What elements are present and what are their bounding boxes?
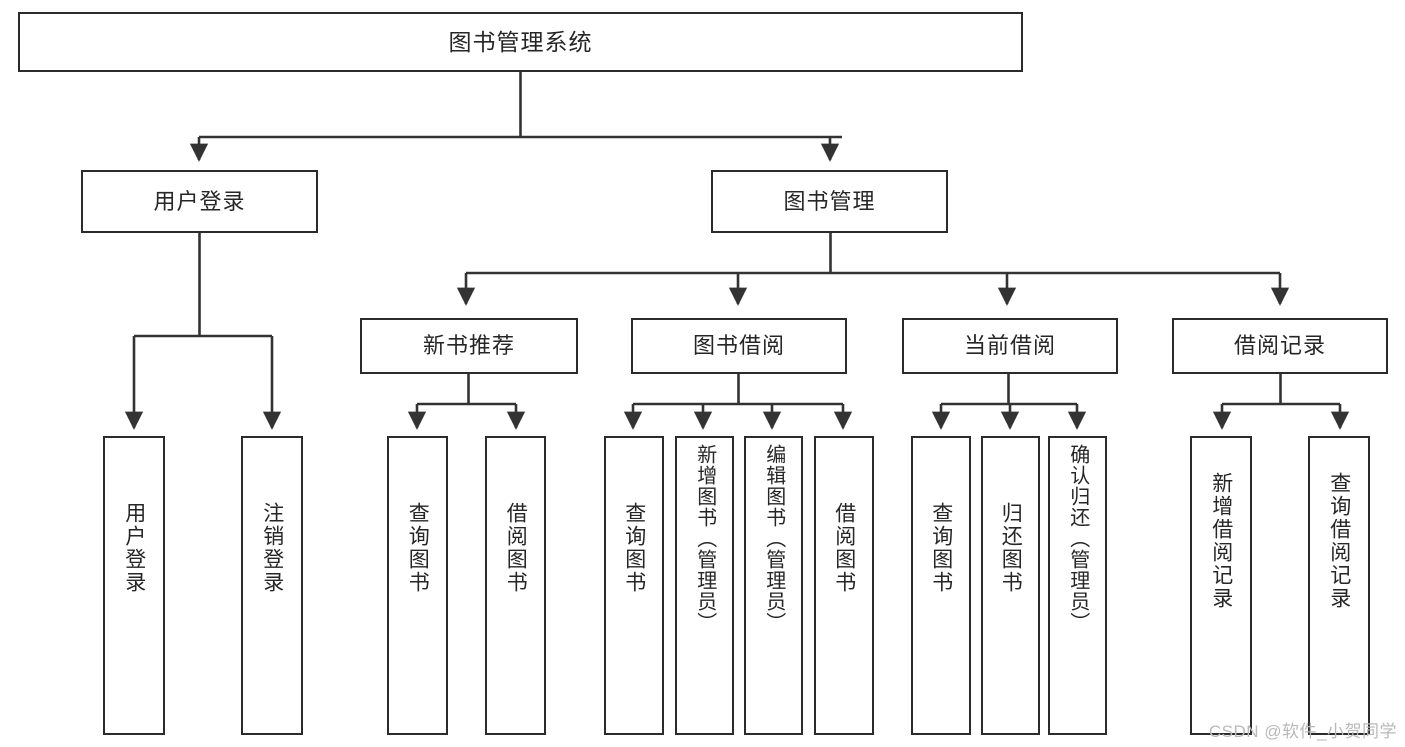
node-current-borrow-label: 当前借阅 (963, 333, 1056, 359)
node-new-book-rec[interactable]: 新书推荐 (360, 318, 578, 374)
node-leaf-confirm-return[interactable]: 确认归还（管理员） (1048, 436, 1107, 735)
node-leaf-logout-login-label: 注销登录 (260, 502, 284, 594)
node-book-manage-label: 图书管理 (783, 188, 876, 214)
node-leaf-add-book-label: 新增图书（管理员） (693, 444, 716, 633)
node-root-label: 图书管理系统 (448, 28, 593, 55)
node-new-book-rec-label: 新书推荐 (422, 333, 515, 359)
node-book-borrow-label: 图书借阅 (692, 333, 785, 359)
node-book-borrow[interactable]: 图书借阅 (631, 318, 847, 374)
node-leaf-user-login-label: 用户登录 (122, 502, 146, 594)
node-leaf-query-record[interactable]: 查询借阅记录 (1308, 436, 1370, 735)
node-current-borrow[interactable]: 当前借阅 (902, 318, 1118, 374)
node-book-manage[interactable]: 图书管理 (711, 170, 948, 233)
node-root[interactable]: 图书管理系统 (18, 12, 1023, 72)
node-leaf-query-book-3[interactable]: 查询图书 (911, 436, 971, 735)
node-leaf-query-book-1[interactable]: 查询图书 (387, 436, 448, 735)
node-leaf-confirm-return-label: 确认归还（管理员） (1066, 444, 1089, 633)
node-leaf-query-book-2[interactable]: 查询图书 (604, 436, 664, 735)
node-borrow-record[interactable]: 借阅记录 (1172, 318, 1388, 374)
node-leaf-borrow-book-2[interactable]: 借阅图书 (814, 436, 874, 735)
node-leaf-edit-book-label: 编辑图书（管理员） (762, 444, 785, 633)
node-leaf-query-book-3-label: 查询图书 (929, 502, 953, 594)
node-leaf-borrow-book-1-label: 借阅图书 (504, 502, 528, 594)
csdn-watermark: CSDN @软件_小贺同学 (1208, 722, 1397, 741)
node-leaf-query-book-2-label: 查询图书 (622, 502, 646, 594)
node-user-login-label: 用户登录 (153, 188, 246, 214)
node-leaf-add-record-label: 新增借阅记录 (1209, 472, 1233, 610)
node-user-login[interactable]: 用户登录 (81, 170, 318, 233)
node-leaf-add-book[interactable]: 新增图书（管理员） (675, 436, 734, 735)
node-leaf-logout-login[interactable]: 注销登录 (241, 436, 303, 735)
node-leaf-borrow-book-2-label: 借阅图书 (832, 502, 856, 594)
node-leaf-borrow-book-1[interactable]: 借阅图书 (485, 436, 546, 735)
node-leaf-edit-book[interactable]: 编辑图书（管理员） (744, 436, 803, 735)
node-leaf-query-book-1-label: 查询图书 (406, 502, 430, 594)
node-leaf-add-record[interactable]: 新增借阅记录 (1190, 436, 1252, 735)
node-leaf-return-book-label: 归还图书 (999, 502, 1023, 594)
node-borrow-record-label: 借阅记录 (1233, 333, 1326, 359)
node-leaf-user-login[interactable]: 用户登录 (103, 436, 165, 735)
node-leaf-return-book[interactable]: 归还图书 (981, 436, 1040, 735)
node-leaf-query-record-label: 查询借阅记录 (1327, 472, 1351, 610)
